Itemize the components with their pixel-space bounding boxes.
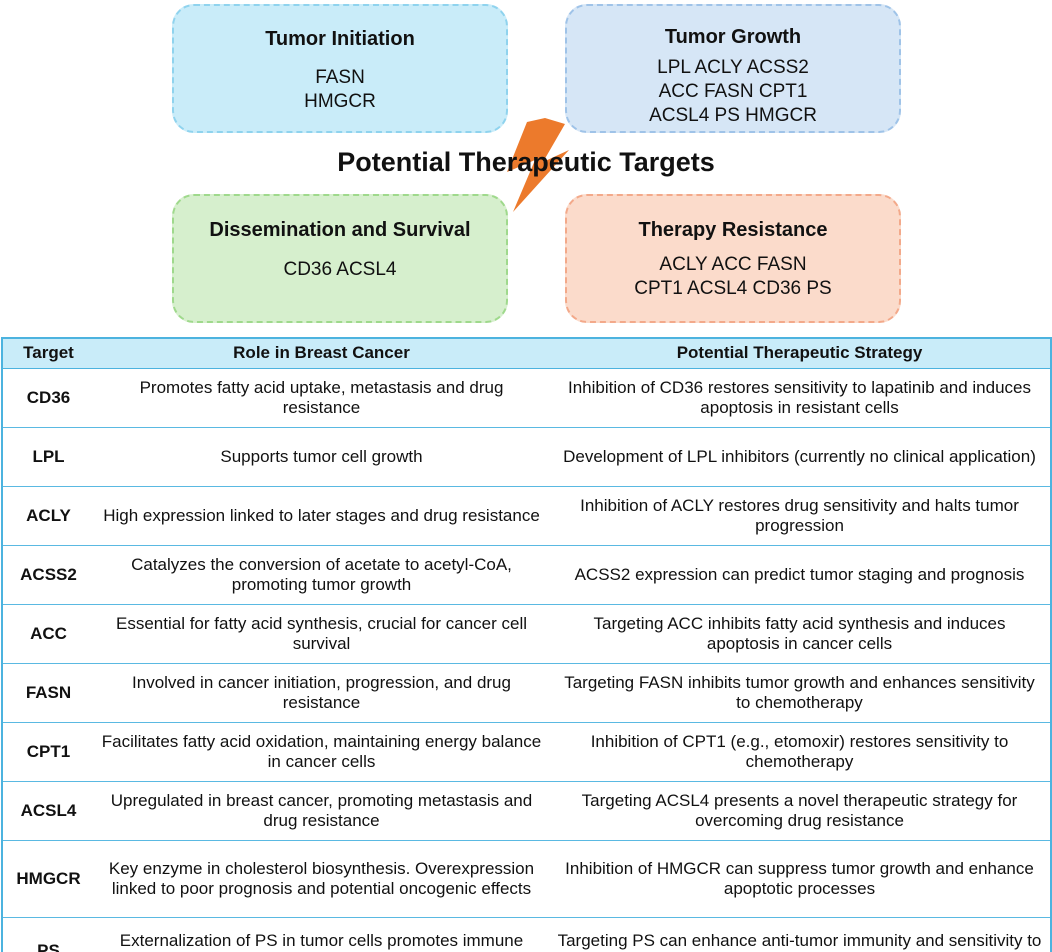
tumor-initiation-title: Tumor Initiation: [265, 28, 415, 50]
dissemination-survival-title: Dissemination and Survival: [209, 219, 471, 241]
strategy-cell: Targeting PS can enhance anti-tumor immu…: [549, 916, 1051, 952]
tumor-growth-targets: ACSL4 PS HMGCR: [649, 105, 817, 126]
strategy-cell: Targeting ACSL4 presents a novel therape…: [549, 780, 1051, 840]
role-cell: Promotes fatty acid uptake, metastasis a…: [94, 367, 549, 427]
strategy-cell: Inhibition of CPT1 (e.g., etomoxir) rest…: [549, 721, 1051, 781]
role-cell: Externalization of PS in tumor cells pro…: [94, 916, 549, 952]
tumor-growth-targets: ACC FASN CPT1: [658, 81, 808, 102]
strategy-cell: Development of LPL inhibitors (currently…: [549, 426, 1051, 486]
strategy-cell: Targeting ACC inhibits fatty acid synthe…: [549, 603, 1051, 663]
lightning-bolt-icon: [507, 118, 569, 212]
role-cell: Involved in cancer initiation, progressi…: [94, 662, 549, 722]
target-cell: ACC: [2, 603, 94, 663]
role-cell: Supports tumor cell growth: [94, 426, 549, 486]
table-row: CD36 Promotes fatty acid uptake, metasta…: [2, 367, 1051, 427]
tumor-growth-title: Tumor Growth: [664, 26, 802, 48]
table-row: ACC Essential for fatty acid synthesis, …: [2, 603, 1051, 663]
table-row: FASN Involved in cancer initiation, prog…: [2, 662, 1051, 722]
table-header-row: Target Role in Breast Cancer Potential T…: [2, 338, 1051, 369]
dissemination-survival-targets: CD36 ACSL4: [283, 259, 397, 280]
therapy-resistance-box: Therapy Resistance ACLY ACC FASN CPT1 AC…: [565, 194, 901, 323]
target-cell: ACSL4: [2, 780, 94, 840]
target-cell: CD36: [2, 367, 94, 427]
role-cell: High expression linked to later stages a…: [94, 485, 549, 545]
table-row: CPT1 Facilitates fatty acid oxidation, m…: [2, 721, 1051, 781]
tumor-initiation-target: FASN: [315, 67, 365, 88]
strategy-cell: Inhibition of CD36 restores sensitivity …: [549, 367, 1051, 427]
role-cell: Key enzyme in cholesterol biosynthesis. …: [94, 839, 549, 917]
table-row: ACSL4 Upregulated in breast cancer, prom…: [2, 780, 1051, 840]
column-header-strategy: Potential Therapeutic Strategy: [549, 338, 1051, 369]
target-cell: PS: [2, 916, 94, 952]
target-cell: FASN: [2, 662, 94, 722]
table-row: ACLY High expression linked to later sta…: [2, 485, 1051, 545]
table-row: HMGCR Key enzyme in cholesterol biosynth…: [2, 839, 1051, 917]
target-cell: ACLY: [2, 485, 94, 545]
strategy-cell: Inhibition of ACLY restores drug sensiti…: [549, 485, 1051, 545]
role-cell: Facilitates fatty acid oxidation, mainta…: [94, 721, 549, 781]
strategy-cell: Inhibition of HMGCR can suppress tumor g…: [549, 839, 1051, 917]
therapy-resistance-targets: CPT1 ACSL4 CD36 PS: [634, 278, 832, 299]
role-cell: Upregulated in breast cancer, promoting …: [94, 780, 549, 840]
target-cell: ACSS2: [2, 544, 94, 604]
target-cell: LPL: [2, 426, 94, 486]
therapy-resistance-title: Therapy Resistance: [638, 219, 828, 241]
role-cell: Catalyzes the conversion of acetate to a…: [94, 544, 549, 604]
targets-table: Target Role in Breast Cancer Potential T…: [1, 337, 1052, 952]
strategy-cell: Targeting FASN inhibits tumor growth and…: [549, 662, 1051, 722]
therapy-resistance-targets: ACLY ACC FASN: [659, 254, 807, 275]
tumor-initiation-box: Tumor Initiation FASN HMGCR: [172, 4, 508, 133]
table-row: PS Externalization of PS in tumor cells …: [2, 916, 1051, 952]
tumor-growth-box: Tumor Growth LPL ACLY ACSS2 ACC FASN CPT…: [565, 4, 901, 133]
table-row: ACSS2 Catalyzes the conversion of acetat…: [2, 544, 1051, 604]
strategy-cell: ACSS2 expression can predict tumor stagi…: [549, 544, 1051, 604]
center-title: Potential Therapeutic Targets: [337, 147, 715, 177]
target-cell: HMGCR: [2, 839, 94, 917]
tumor-initiation-target: HMGCR: [304, 91, 376, 112]
tumor-growth-targets: LPL ACLY ACSS2: [657, 57, 809, 78]
column-header-target: Target: [2, 338, 94, 369]
dissemination-survival-box: Dissemination and Survival CD36 ACSL4: [172, 194, 508, 323]
column-header-role: Role in Breast Cancer: [94, 338, 549, 369]
role-cell: Essential for fatty acid synthesis, cruc…: [94, 603, 549, 663]
table-row: LPL Supports tumor cell growth Developme…: [2, 426, 1051, 486]
target-cell: CPT1: [2, 721, 94, 781]
